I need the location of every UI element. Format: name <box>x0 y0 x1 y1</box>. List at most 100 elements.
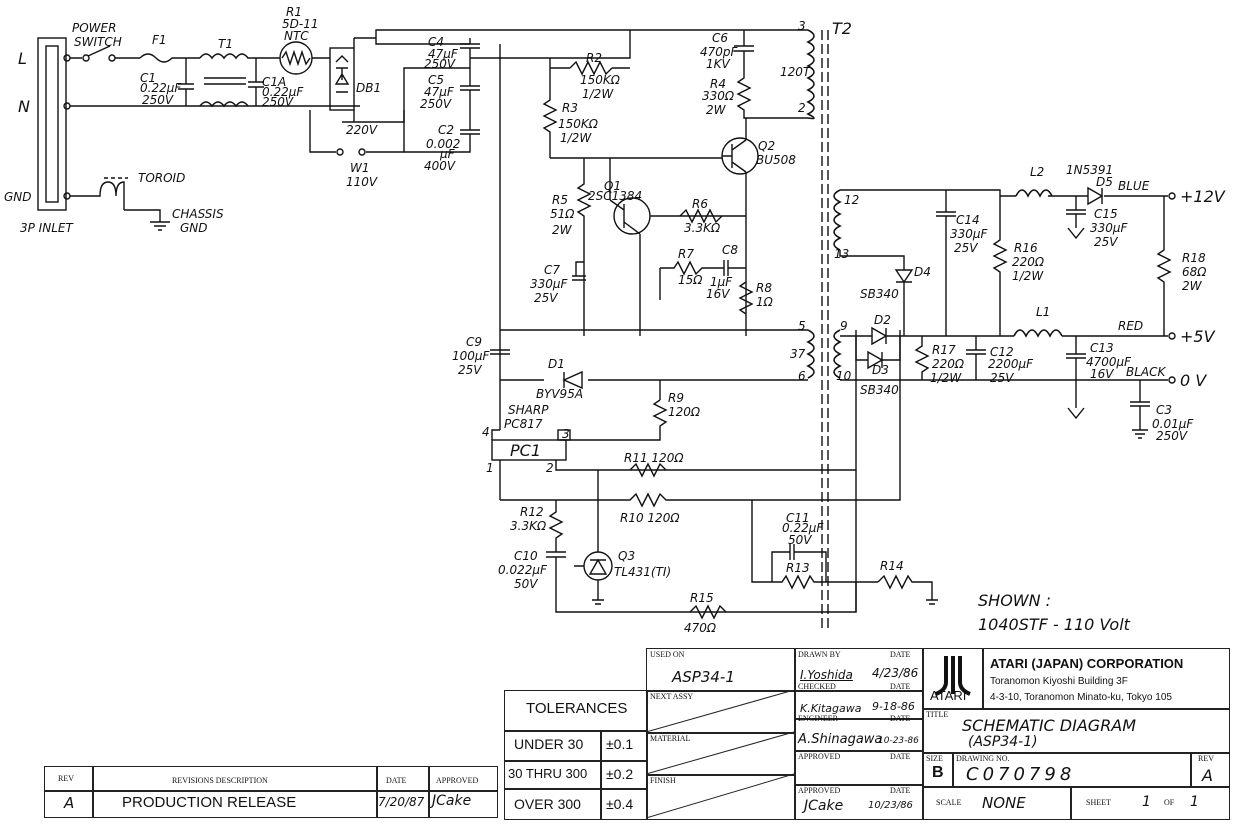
svg-text:PC817: PC817 <box>504 417 543 431</box>
power-switch-label1: POWER <box>72 21 116 35</box>
rev-description: PRODUCTION RELEASE <box>122 794 297 811</box>
resistor-r2: R2 150KΩ 1/2W <box>550 51 630 101</box>
svg-text:1/2W: 1/2W <box>582 87 614 101</box>
c7-label: C7 <box>544 263 560 277</box>
inlet-l-label: L <box>18 49 27 68</box>
atari-logo-text: ATARI <box>930 688 967 703</box>
checked-label: CHECKED <box>798 682 836 691</box>
resistor-r13: R13 <box>772 561 878 590</box>
svg-text:BU508: BU508 <box>756 153 796 167</box>
of-label: OF <box>1164 798 1175 807</box>
red-label: RED <box>1118 319 1143 333</box>
svg-text:250V: 250V <box>142 93 174 107</box>
c8-label: C8 <box>722 243 738 257</box>
svg-text:BYV95A: BYV95A <box>536 387 583 401</box>
company-address1: Toranomon Kiyoshi Building 3F <box>990 676 1128 687</box>
engineer-label: ENGINEER <box>798 714 838 723</box>
c5-label: C5 <box>428 73 444 87</box>
rev-header: REV <box>58 774 74 783</box>
scale-label: SCALE <box>936 798 962 807</box>
capacitor-c9: C9 100µF 25V <box>452 335 510 377</box>
r13-label: R13 <box>786 561 810 575</box>
svg-text:250V: 250V <box>262 95 294 109</box>
svg-text:2W: 2W <box>706 103 727 117</box>
resistor-r6: R6 3.3KΩ <box>679 197 723 235</box>
pin5: 5 <box>798 319 806 333</box>
svg-text:330µF: 330µF <box>950 227 989 241</box>
power-switch-label2: SWITCH <box>74 35 122 49</box>
approved-label: APPROVED <box>798 752 841 761</box>
pin2: 2 <box>798 101 806 115</box>
rev-date: 7/20/87 <box>378 795 425 809</box>
output-terminals: BLUE +12V RED +5V BLACK 0 V <box>1118 179 1226 390</box>
resistor-r5: R5 51Ω 2W <box>550 158 592 336</box>
svg-text:220Ω: 220Ω <box>932 357 965 371</box>
size-value: B <box>932 764 944 781</box>
svg-text:220Ω: 220Ω <box>1012 255 1045 269</box>
title-line2: (ASP34-1) <box>968 734 1038 750</box>
r17-label: R17 <box>932 343 956 357</box>
resistor-r9: R9 120Ω <box>560 391 701 441</box>
svg-text:0.002: 0.002 <box>426 137 460 151</box>
finish-label: FINISH <box>650 776 676 785</box>
svg-text:NTC: NTC <box>284 29 309 43</box>
approved2-label: APPROVED <box>798 786 841 795</box>
w1-label: W1 <box>350 161 370 175</box>
capacitor-c4: C4 47µF 250V <box>424 35 480 71</box>
svg-text:1µF: 1µF <box>710 275 733 289</box>
approved-date-value: 10/23/86 <box>868 800 913 811</box>
diode-d3: D3 SB340 <box>855 336 901 397</box>
svg-text:330µF: 330µF <box>530 277 569 291</box>
transformer-t2: T2 120T 3 2 12 13 5 37 6 9 10 <box>780 19 859 630</box>
plus12v-label: +12V <box>1180 187 1226 206</box>
bias-bus <box>499 44 808 430</box>
resistor-r11: R11 120Ω <box>624 451 684 478</box>
svg-text:120Ω: 120Ω <box>668 405 701 419</box>
title-line1: SCHEMATIC DIAGRAM <box>962 716 1137 735</box>
svg-text:5D-11: 5D-11 <box>282 17 318 31</box>
turns-label: 120T <box>780 65 812 79</box>
svg-text:100µF: 100µF <box>452 349 491 363</box>
pc1-label: PC1 <box>510 441 541 460</box>
capacitor-c1a: C1A 0.22µF 250V <box>248 58 304 109</box>
capacitor-c1: C1 0.22µF 250V <box>140 58 194 107</box>
model-label: 1040STF - 110 Volt <box>978 615 1131 634</box>
power-switch: POWER SWITCH <box>72 21 140 62</box>
approved-date-label: DATE <box>890 752 911 761</box>
svg-text:0.022µF: 0.022µF <box>498 563 548 577</box>
ac-inlet: L N GND 3P INLET <box>4 37 360 235</box>
used-on-value: ASP34-1 <box>672 668 735 686</box>
capacitor-c11: C11 0.22µF 50V <box>771 511 827 582</box>
company-address2: 4-3-10, Toranomon Minato-ku, Tokyo 105 <box>990 692 1172 703</box>
resistor-r18: R18 68Ω 2W <box>1156 196 1207 336</box>
rev2-label: REV <box>1198 754 1214 763</box>
revisions-header: REVISIONS DESCRIPTION <box>172 776 268 785</box>
date-header: DATE <box>386 776 407 785</box>
pin9: 9 <box>840 319 848 333</box>
svg-text:15Ω: 15Ω <box>678 273 703 287</box>
r12-label: R12 <box>520 505 544 519</box>
svg-text:470pF: 470pF <box>700 45 739 59</box>
r5-label: R5 <box>552 193 568 207</box>
c3-label: C3 <box>1156 403 1172 417</box>
svg-text:1KV: 1KV <box>706 57 731 71</box>
svg-text:47µF: 47µF <box>428 47 459 61</box>
transistor-q1: Q1 2SC1384 <box>588 158 746 336</box>
svg-text:16V: 16V <box>1090 367 1114 381</box>
diode-d2: D2 <box>871 313 900 346</box>
sheet-value: 1 <box>1142 794 1151 810</box>
scale-value: NONE <box>982 794 1026 812</box>
v220-label: 220V <box>346 123 378 137</box>
l2-label: L2 <box>1030 165 1044 179</box>
f1-label: F1 <box>152 33 167 47</box>
r2-label: R2 <box>586 51 602 65</box>
bridge-db1: DB1 <box>329 38 381 122</box>
svg-text:150KΩ: 150KΩ <box>580 73 621 87</box>
ntc-r1: R1 5D-11 NTC <box>260 5 330 75</box>
r14-label: R14 <box>880 559 904 573</box>
zero-v-label: 0 V <box>1180 371 1207 390</box>
svg-text:0.22µF: 0.22µF <box>262 85 304 99</box>
title-label: TITLE <box>926 710 949 719</box>
q3-label: Q3 <box>618 549 635 563</box>
